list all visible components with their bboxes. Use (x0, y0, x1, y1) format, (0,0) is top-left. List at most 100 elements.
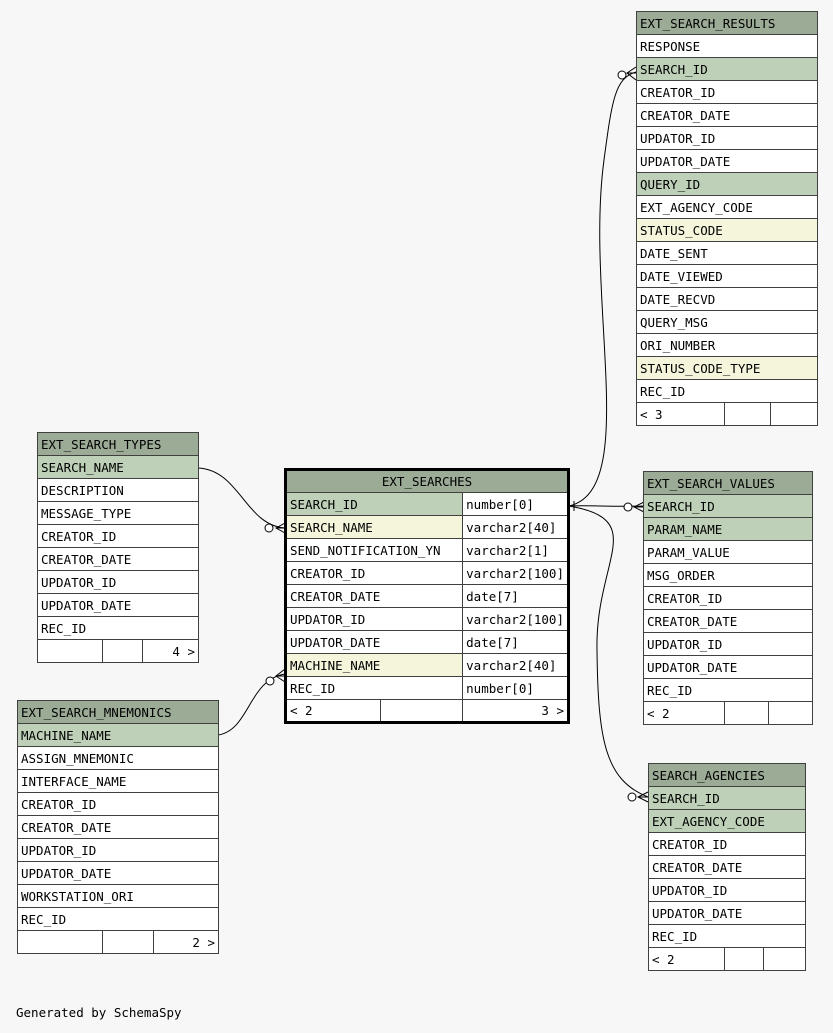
table-title[interactable]: EXT_SEARCH_TYPES (37, 432, 199, 456)
column-updator-date: UPDATOR_DATE (17, 861, 219, 885)
children-count[interactable] (768, 701, 813, 725)
column-send-notification-yn: SEND_NOTIFICATION_YN (284, 538, 464, 562)
column-search-name: SEARCH_NAME (37, 455, 199, 479)
table-title[interactable]: EXT_SEARCH_MNEMONICS (17, 700, 219, 724)
crow-foot-agencies (636, 791, 649, 803)
row-count (723, 402, 772, 426)
column-updator-id: UPDATOR_ID (37, 570, 199, 594)
column-status-code: STATUS_CODE (636, 218, 818, 242)
column-assign-mnemonic: ASSIGN_MNEMONIC (17, 746, 219, 770)
column-rec-id: REC_ID (648, 924, 806, 948)
table-ext-search-types[interactable]: EXT_SEARCH_TYPES SEARCH_NAME DESCRIPTION… (37, 432, 199, 663)
column-rec-id: REC_ID (643, 678, 813, 702)
relationship-mnemonics-to-searches (217, 673, 286, 736)
column-message-type: MESSAGE_TYPE (37, 501, 199, 525)
column-creator-date: CREATOR_DATE (284, 584, 464, 608)
column-updator-id: UPDATOR_ID (648, 878, 806, 902)
column-param-name: PARAM_NAME (643, 517, 813, 541)
table-title[interactable]: EXT_SEARCH_RESULTS (636, 11, 818, 35)
generated-by-text: Generated by SchemaSpy (16, 1005, 182, 1020)
row-count (723, 947, 765, 971)
column-date-viewed: DATE_VIEWED (636, 264, 818, 288)
column-updator-id: UPDATOR_ID (17, 838, 219, 862)
crow-foot-values (632, 501, 645, 513)
crow-foot-searches-name (274, 522, 286, 534)
parents-count[interactable]: < 3 (636, 402, 725, 426)
relationship-searches-to-results (568, 71, 637, 507)
relationship-searches-to-values (568, 505, 645, 507)
children-count[interactable] (770, 402, 818, 426)
column-description: DESCRIPTION (37, 478, 199, 502)
row-count (101, 639, 144, 663)
column-rec-id: REC_ID (284, 676, 464, 700)
column-creator-id: CREATOR_ID (17, 792, 219, 816)
column-rec-id: REC_ID (37, 616, 199, 640)
row-count (380, 699, 464, 723)
parents-count[interactable] (17, 930, 103, 954)
column-updator-date: UPDATOR_DATE (643, 655, 813, 679)
column-type: date[7] (462, 630, 569, 654)
table-title[interactable]: SEARCH_AGENCIES (648, 763, 806, 787)
column-type: date[7] (462, 584, 569, 608)
column-machine-name: MACHINE_NAME (17, 723, 219, 747)
column-updator-date: UPDATOR_DATE (37, 593, 199, 617)
children-count[interactable] (763, 947, 806, 971)
column-ext-agency-code: EXT_AGENCY_CODE (648, 809, 806, 833)
column-query-id: QUERY_ID (636, 172, 818, 196)
column-type: varchar2[100] (462, 561, 569, 585)
column-updator-date: UPDATOR_DATE (284, 630, 464, 654)
column-rec-id: REC_ID (636, 379, 818, 403)
parents-count[interactable] (37, 639, 103, 663)
crow-foot-results (626, 66, 637, 81)
column-search-name: SEARCH_NAME (284, 515, 464, 539)
column-updator-date: UPDATOR_DATE (648, 901, 806, 925)
column-updator-id: UPDATOR_ID (636, 126, 818, 150)
children-count[interactable]: 3 > (462, 699, 569, 723)
children-count[interactable]: 2 > (153, 930, 219, 954)
column-type: varchar2[1] (462, 538, 569, 562)
column-creator-date: CREATOR_DATE (643, 609, 813, 633)
parents-count[interactable]: < 2 (648, 947, 725, 971)
column-date-recvd: DATE_RECVD (636, 287, 818, 311)
table-search-agencies[interactable]: SEARCH_AGENCIES SEARCH_ID EXT_AGENCY_COD… (648, 763, 806, 971)
parents-count[interactable]: < 2 (284, 699, 382, 723)
crow-foot-searches-machine (275, 668, 286, 683)
table-ext-search-values[interactable]: EXT_SEARCH_VALUES SEARCH_ID PARAM_NAME P… (643, 471, 813, 725)
crow-foot-circle-agencies (627, 792, 637, 802)
column-machine-name: MACHINE_NAME (284, 653, 464, 677)
column-updator-id: UPDATOR_ID (284, 607, 464, 631)
column-creator-date: CREATOR_DATE (37, 547, 199, 571)
table-title[interactable]: EXT_SEARCHES (285, 469, 569, 493)
crow-foot-circle-searches-bottom (265, 676, 275, 686)
row-count (723, 701, 770, 725)
children-count[interactable]: 4 > (142, 639, 199, 663)
table-ext-search-results[interactable]: EXT_SEARCH_RESULTS RESPONSE SEARCH_ID CR… (636, 11, 818, 426)
column-creator-id: CREATOR_ID (643, 586, 813, 610)
crow-foot-circle-values (623, 502, 633, 512)
column-updator-date: UPDATOR_DATE (636, 149, 818, 173)
crow-foot-circle-results (617, 70, 627, 80)
parents-count[interactable]: < 2 (643, 701, 725, 725)
column-query-msg: QUERY_MSG (636, 310, 818, 334)
column-type: varchar2[40] (462, 653, 569, 677)
column-status-code-type: STATUS_CODE_TYPE (636, 356, 818, 380)
column-search-id: SEARCH_ID (284, 492, 464, 516)
column-creator-id: CREATOR_ID (636, 80, 818, 104)
column-creator-date: CREATOR_DATE (648, 855, 806, 879)
column-rec-id: REC_ID (17, 907, 219, 931)
column-workstation-ori: WORKSTATION_ORI (17, 884, 219, 908)
column-creator-date: CREATOR_DATE (636, 103, 818, 127)
row-count (101, 930, 155, 954)
table-ext-search-mnemonics[interactable]: EXT_SEARCH_MNEMONICS MACHINE_NAME ASSIGN… (17, 700, 219, 954)
column-creator-id: CREATOR_ID (37, 524, 199, 548)
table-title[interactable]: EXT_SEARCH_VALUES (643, 471, 813, 495)
column-msg-order: MSG_ORDER (643, 563, 813, 587)
column-search-id: SEARCH_ID (648, 786, 806, 810)
column-creator-id: CREATOR_ID (648, 832, 806, 856)
relationship-searches-to-agencies (568, 505, 649, 798)
column-updator-id: UPDATOR_ID (643, 632, 813, 656)
column-ori-number: ORI_NUMBER (636, 333, 818, 357)
column-search-id: SEARCH_ID (636, 57, 818, 81)
